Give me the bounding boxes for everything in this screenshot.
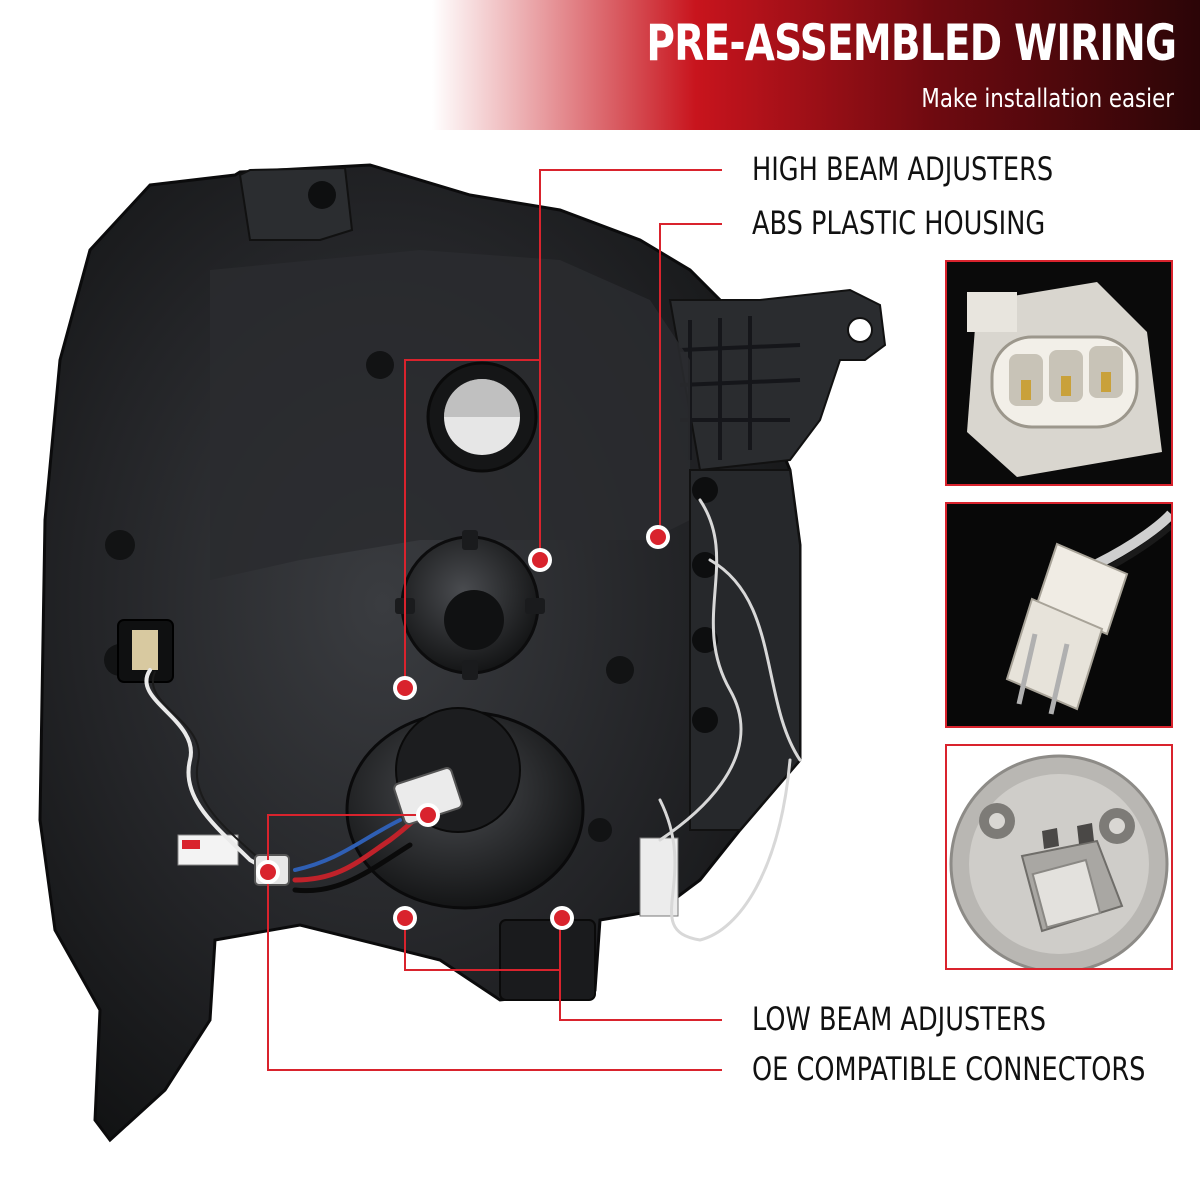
inset-connector xyxy=(945,260,1173,486)
leader-abs-housing xyxy=(659,223,722,530)
wire-pair-left xyxy=(144,668,287,882)
wire-blue xyxy=(293,818,402,872)
header-banner: PRE-ASSEMBLED WIRING Make installation e… xyxy=(0,0,1200,130)
inset-wedge-bulb xyxy=(945,502,1173,728)
label-low-beam-adjusters: LOW BEAM ADJUSTERS xyxy=(752,1000,1047,1038)
banner-subtitle: Make installation easier xyxy=(921,84,1174,114)
banner-title: PRE-ASSEMBLED WIRING xyxy=(646,14,1177,72)
label-oe-compatible-connectors: OE COMPATIBLE CONNECTORS xyxy=(752,1050,1146,1088)
label-high-beam-adjusters: HIGH BEAM ADJUSTERS xyxy=(752,150,1054,188)
leader-oe-connectors xyxy=(267,814,722,1071)
part-label xyxy=(639,837,679,917)
label-abs-plastic-housing: ABS PLASTIC HOUSING xyxy=(752,204,1046,242)
wire-black xyxy=(292,842,413,894)
top-clip xyxy=(238,166,354,241)
marker-dots xyxy=(256,525,670,930)
bracket-hole xyxy=(847,317,873,343)
three-pin-connector-icon xyxy=(947,262,1171,484)
wire-bundle-right xyxy=(658,498,743,842)
inset-h1-bulb xyxy=(945,744,1173,970)
leader-high-beam xyxy=(539,169,722,555)
h1-halogen-bulb-icon xyxy=(947,746,1171,968)
lower-bracket xyxy=(499,919,596,1001)
leader-low-beam xyxy=(559,912,722,1021)
t10-wedge-bulb-icon xyxy=(947,504,1171,726)
